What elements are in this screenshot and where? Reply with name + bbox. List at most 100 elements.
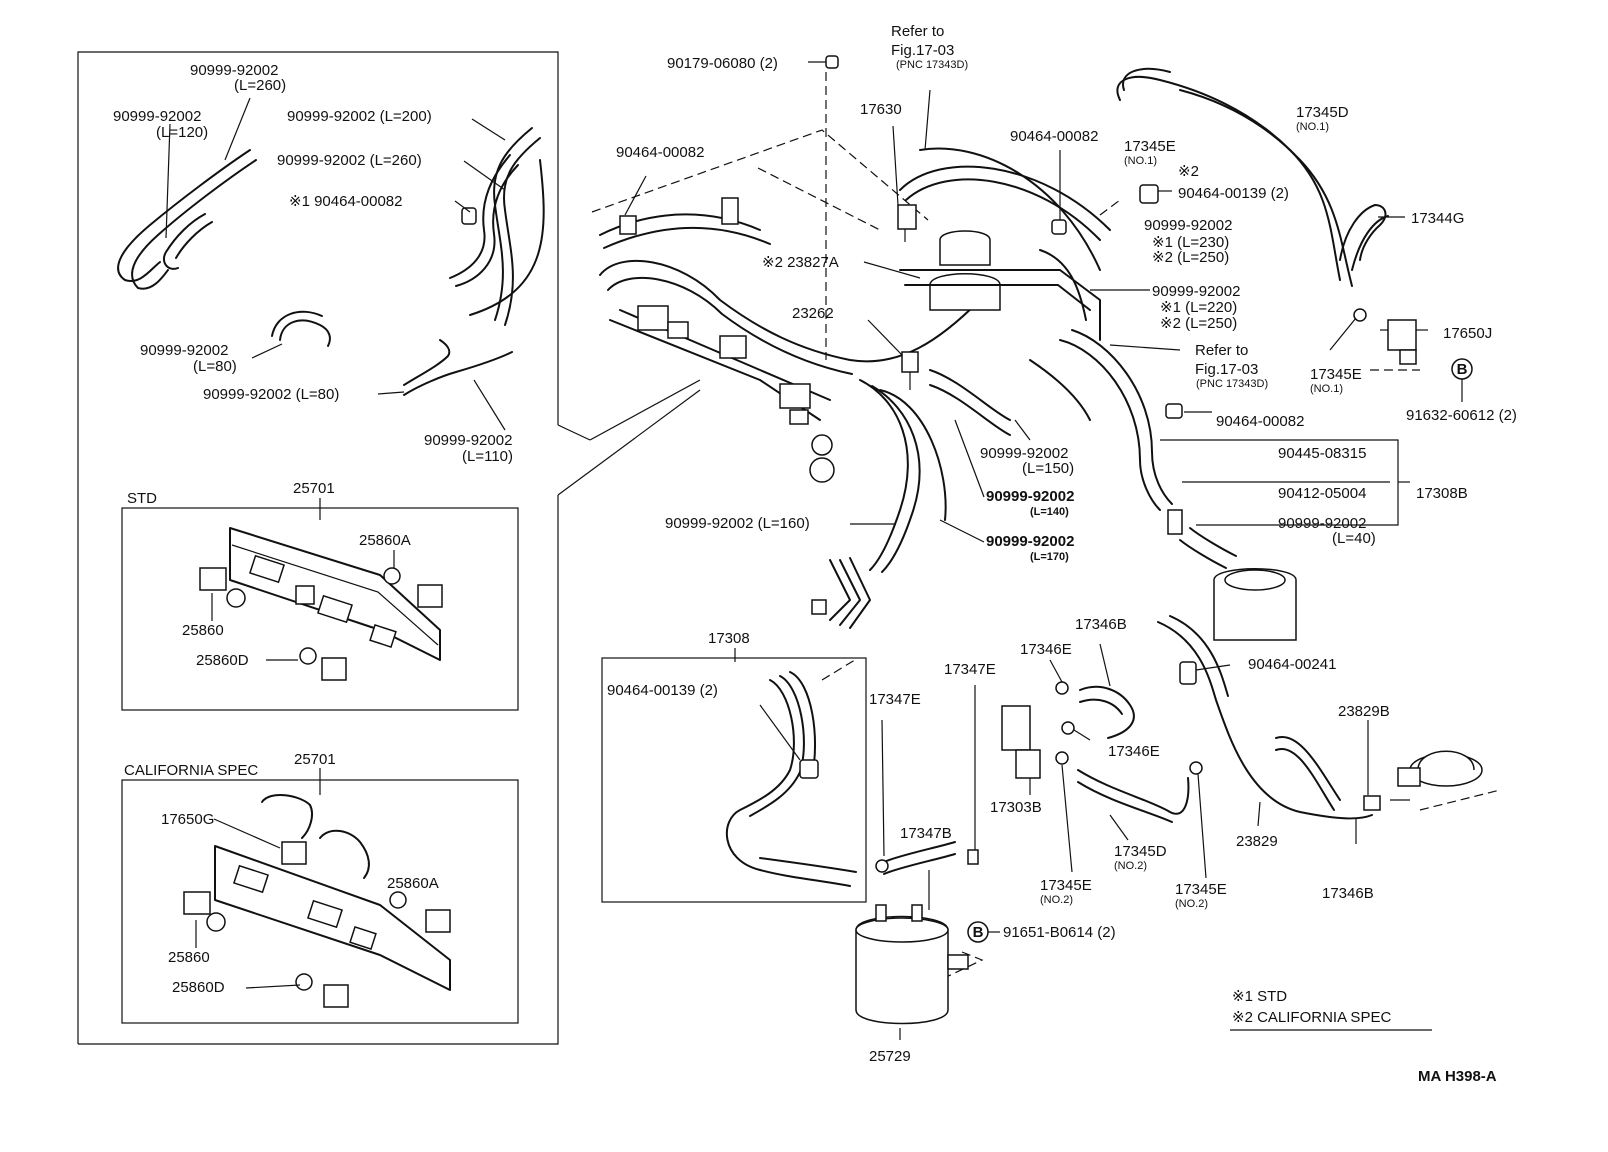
part-sub-17345d-no2: (NO.2) (1114, 860, 1147, 872)
part-number-17345e-no2-b: 17345E (1175, 881, 1227, 898)
clip-icon (461, 207, 477, 225)
part-number-17346e-top: 17346E (1020, 641, 1072, 658)
hose-17347b (883, 841, 956, 863)
part-number-90464-00139-top: 90464-00139 (2) (1178, 185, 1289, 202)
hose-17346b (1079, 685, 1135, 739)
note-x2-mark: ※2 (1178, 163, 1199, 180)
part-length-l260: (L=260) (234, 77, 286, 94)
part-number-17347e-a: 17347E (944, 661, 996, 678)
part-number-17344g: 17344G (1411, 210, 1464, 227)
hose-l260 (117, 149, 251, 282)
part-number-17650j: 17650J (1443, 325, 1492, 342)
std-title: STD (127, 490, 157, 507)
part-number-25860-cal: 25860 (168, 949, 210, 966)
part-number-90999-92002-l260: 90999-92002 (190, 62, 278, 79)
california-title: CALIFORNIA SPEC (124, 762, 258, 779)
hose-l80a (279, 319, 331, 347)
length-x2-l250b: ※2 (L=250) (1160, 315, 1237, 332)
part-length-l140: (L=140) (1030, 506, 1069, 518)
part-number-91651-b0614: 91651-B0614 (2) (1003, 924, 1116, 941)
part-number-90999-92002-l110: 90999-92002 (424, 432, 512, 449)
part-length-l150: (L=150) (1022, 460, 1074, 477)
part-number-25701-cal: 25701 (294, 751, 336, 768)
length-x1-l220: ※1 (L=220) (1160, 299, 1237, 316)
part-number-25860d-cal: 25860D (172, 979, 225, 996)
part-number-90999-92002-l160: 90999-92002 (L=160) (665, 515, 810, 532)
part-number-17308: 17308 (708, 630, 750, 647)
part-number-91632-60612: 91632-60612 (2) (1406, 407, 1517, 424)
part-number-90464-00082-top: 90464-00082 (616, 144, 704, 161)
hose-17344g (1339, 204, 1387, 261)
refer-to-top-line1: Refer to (891, 23, 944, 40)
part-number-90464-00139-low: 90464-00139 (2) (607, 682, 718, 699)
part-number-25860a-std: 25860A (359, 532, 411, 549)
part-number-25860-std: 25860 (182, 622, 224, 639)
part-number-25860d-std: 25860D (196, 652, 249, 669)
part-number-17347e-b: 17347E (869, 691, 921, 708)
part-number-90412-05004: 90412-05004 (1278, 485, 1366, 502)
refer-to-top-line3: (PNC 17343D) (896, 59, 968, 71)
part-number-90464-00082-left: ※1 90464-00082 (289, 193, 403, 210)
hose-l80b (403, 339, 451, 386)
part-length-l120: (L=120) (156, 124, 208, 141)
part-number-90999-92002-l260b: 90999-92002 (L=260) (277, 152, 422, 169)
part-length-l80a: (L=80) (193, 358, 237, 375)
part-number-90999-92002-l200: 90999-92002 (L=200) (287, 108, 432, 125)
part-length-l40: (L=40) (1332, 530, 1376, 547)
refer-to-mid-line2: Fig.17-03 (1195, 361, 1258, 378)
part-number-17345e-no1-top: 17345E (1124, 138, 1176, 155)
part-number-17308b: 17308B (1416, 485, 1468, 502)
part-number-90999-92002-l80a: 90999-92002 (140, 342, 228, 359)
part-number-17630: 17630 (860, 101, 902, 118)
part-sub-17345e-right: (NO.1) (1310, 383, 1343, 395)
part-sub-17345e-no2-b: (NO.2) (1175, 898, 1208, 910)
length-x2-l250a: ※2 (L=250) (1152, 249, 1229, 266)
hose-23829 (1157, 621, 1373, 820)
part-number-90999-92002-l80b: 90999-92002 (L=80) (203, 386, 339, 403)
legend-std: ※1 STD (1232, 988, 1287, 1005)
part-number-25860a-cal: 25860A (387, 875, 439, 892)
part-number-17303b: 17303B (990, 799, 1042, 816)
legend-california: ※2 CALIFORNIA SPEC (1232, 1009, 1391, 1026)
part-number-17347b: 17347B (900, 825, 952, 842)
part-number-90999-92002-mid: 90999-92002 (1144, 217, 1232, 234)
hose-17345d (1116, 75, 1341, 281)
callout-b-label: B (1457, 361, 1468, 378)
vsv-17303b (1001, 705, 1031, 751)
part-number-90999-92002-l150: 90999-92002 (980, 445, 1068, 462)
part-number-90999-92002-l170: 90999-92002 (986, 533, 1074, 550)
part-number-17346b-top: 17346B (1075, 616, 1127, 633)
part-length-l110: (L=110) (462, 448, 513, 465)
length-x1-l230: ※1 (L=230) (1152, 234, 1229, 251)
part-length-l170: (L=170) (1030, 551, 1069, 563)
part-sub-17345e-no2-a: (NO.2) (1040, 894, 1073, 906)
part-number-17346e-mid: 17346E (1108, 743, 1160, 760)
refer-to-mid-line1: Refer to (1195, 342, 1248, 359)
part-sub-17345e-no1-top: (NO.1) (1124, 155, 1157, 167)
part-number-23262: 23262 (792, 305, 834, 322)
part-number-17346b-low: 17346B (1322, 885, 1374, 902)
callout-b-label-2: B (973, 924, 984, 941)
part-number-90464-00082-mid: 90464-00082 (1010, 128, 1098, 145)
part-number-23827a: ※2 23827A (762, 254, 839, 271)
california-box: CALIFORNIA SPEC 25701 17650G 25860A 2586… (121, 751, 519, 1024)
hose-17345d-no2 (1077, 769, 1190, 815)
refer-to-mid-line3: (PNC 17343D) (1196, 378, 1268, 390)
left-detail-panel: 90999-92002 (L=260) 90999-92002 (L=120) … (77, 51, 701, 1045)
part-number-90999-92002-l120: 90999-92002 (113, 108, 201, 125)
part-number-17345e-no2-a: 17345E (1040, 877, 1092, 894)
canister (939, 230, 991, 266)
part-number-17345e-right: 17345E (1310, 366, 1362, 383)
part-number-23829: 23829 (1236, 833, 1278, 850)
main-labels: 90179-06080 (2) Refer to Fig.17-03 (PNC … (607, 23, 1517, 1085)
part-number-90999-92002-mid2: 90999-92002 (1152, 283, 1240, 300)
part-sub-17345d: (NO.1) (1296, 121, 1329, 133)
part-number-90999-92002-l140: 90999-92002 (986, 488, 1074, 505)
part-number-90999-92002-l40: 90999-92002 (1278, 515, 1366, 532)
part-number-17650g: 17650G (161, 811, 214, 828)
part-number-17345d: 17345D (1296, 104, 1349, 121)
legend: ※1 STD ※2 CALIFORNIA SPEC (1230, 988, 1432, 1031)
main-harness (599, 259, 981, 363)
std-box: STD 25701 25860A 25860 25860D (121, 480, 519, 711)
